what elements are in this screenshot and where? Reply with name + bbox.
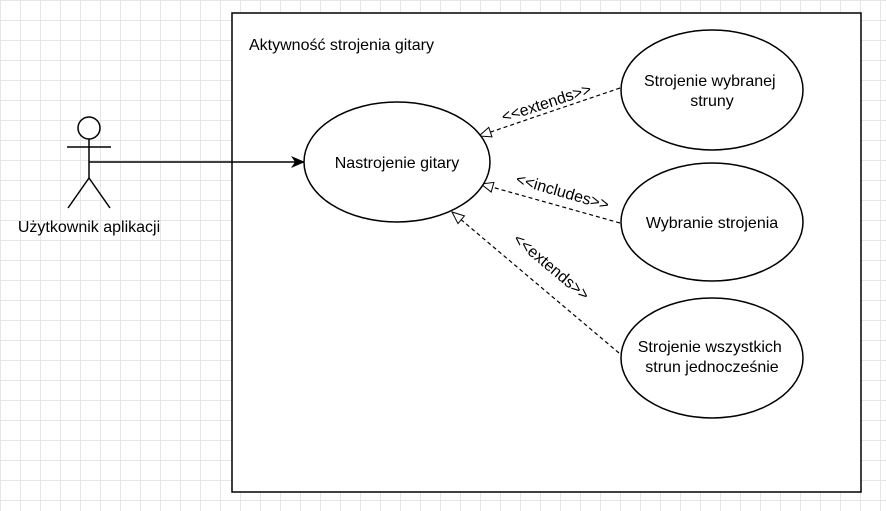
use-case-main[interactable]	[303, 101, 491, 223]
includes-line	[481, 184, 621, 224]
extends-line-top	[479, 87, 621, 136]
use-case-main-label: Nastrojenie gitary	[335, 155, 460, 172]
use-case-selected-string-label: Strojenie wybranej struny	[644, 73, 780, 110]
use-case-selected-string[interactable]	[620, 29, 804, 151]
use-case-all-strings[interactable]	[620, 297, 804, 419]
use-case-all-strings-line1: Strojenie wszystkich	[638, 339, 782, 356]
use-case-selected-string-line2: struny	[690, 93, 734, 110]
use-case-all-strings-label: Strojenie wszystkich strun jednocześnie	[638, 339, 787, 376]
use-case-all-strings-line2: strun jednocześnie	[645, 359, 779, 376]
system-title: Aktywność strojenia gitary	[249, 37, 434, 54]
stick-figure-icon	[67, 116, 111, 209]
use-case-choose-tuning[interactable]	[620, 162, 804, 282]
actor-label: Użytkownik aplikacji	[18, 219, 160, 236]
use-case-selected-string-line1: Strojenie wybranej	[644, 73, 776, 90]
use-case-choose-tuning-label: Wybranie strojenia	[646, 215, 778, 232]
extends-line-bottom	[452, 212, 620, 354]
